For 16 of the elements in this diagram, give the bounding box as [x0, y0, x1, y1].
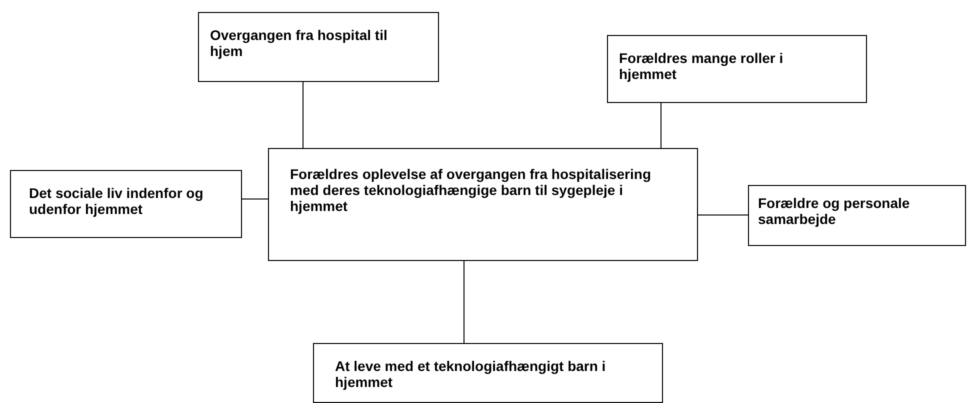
topic-box	[268, 148, 698, 261]
topic-text: Forældres oplevelse af overgangen fra hospitalisering med deres teknologiafhængige barn til sygepleje i hjemmet	[290, 166, 652, 214]
topic-box	[748, 185, 966, 246]
connector-line	[302, 82, 304, 148]
connector-line	[242, 198, 268, 200]
connector-line	[698, 214, 748, 216]
topic-box	[198, 12, 439, 82]
topic-box	[607, 35, 867, 103]
topic-text: Det sociale liv indenfor og udenfor hjemmet	[29, 185, 204, 217]
topic-box	[10, 170, 242, 238]
topic-text: Forældres mange roller i hjemmet	[619, 50, 784, 82]
topic-text: At leve med et teknologiafhængigt barn i hjemmet	[335, 358, 607, 390]
connector-line	[660, 102, 662, 148]
topic-box	[313, 343, 663, 403]
topic-text: Overgangen fra hospital til hjem	[210, 27, 388, 59]
topic-text: Forældre og personale samarbejde	[758, 195, 911, 227]
